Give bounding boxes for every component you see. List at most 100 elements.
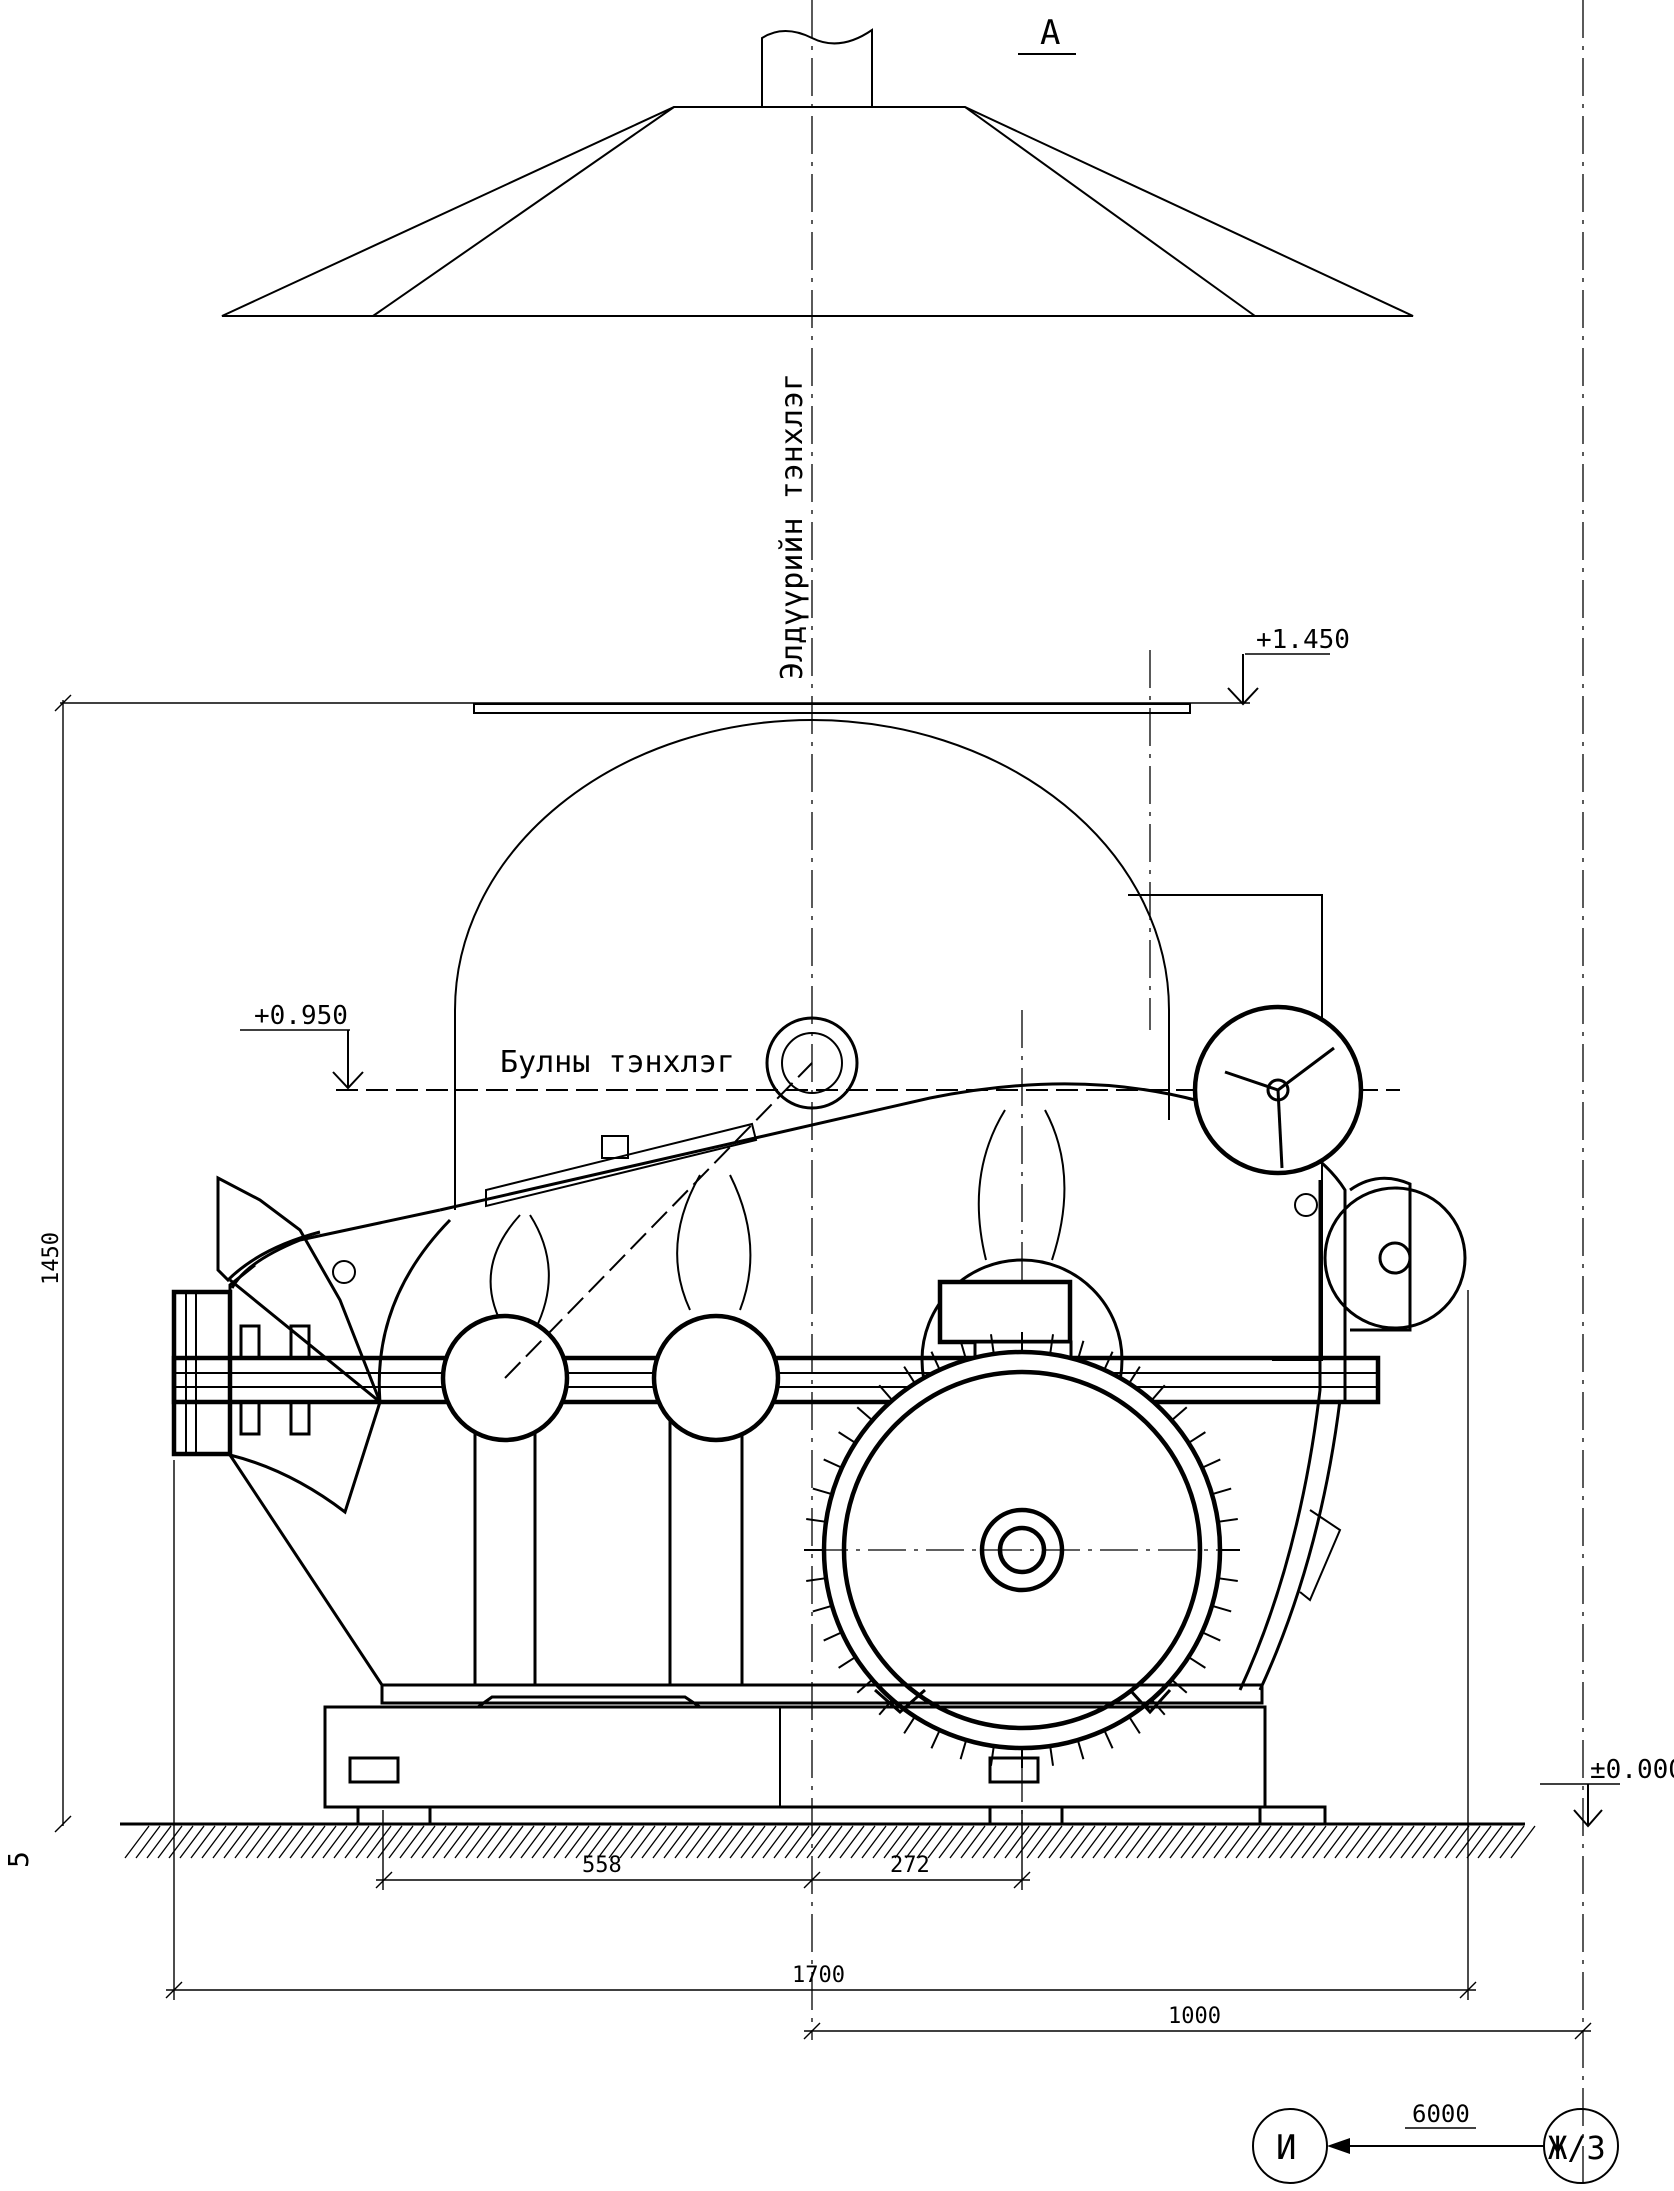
hatch-stroke <box>707 1825 733 1859</box>
hatch-stroke <box>652 1825 678 1859</box>
hatch-stroke <box>245 1825 271 1859</box>
hatch-stroke <box>1092 1825 1118 1859</box>
top-level-label: +1.450 <box>1256 625 1350 655</box>
breather-vent <box>601 1135 629 1159</box>
hatch-stroke <box>542 1825 568 1859</box>
motor-fin <box>1201 1458 1221 1469</box>
hatch-stroke <box>157 1825 183 1859</box>
gear-housing-middle <box>651 1313 781 1443</box>
hatch-stroke <box>1422 1825 1448 1859</box>
hatch-stroke <box>311 1825 337 1859</box>
hatch-stroke <box>740 1825 766 1859</box>
right-bolt-dim-label: 272 <box>890 1853 930 1878</box>
motor-fin <box>1076 1340 1085 1361</box>
hatch-stroke <box>1400 1825 1426 1859</box>
motor-fin <box>1128 1716 1141 1734</box>
drum-level-label: +0.950 <box>254 1001 348 1031</box>
dim-tick <box>1013 1871 1031 1889</box>
hatch-stroke <box>1103 1825 1129 1859</box>
hatch-stroke <box>1081 1825 1107 1859</box>
hatch-stroke <box>1026 1825 1052 1859</box>
lifting-ring-inner <box>781 1032 843 1094</box>
hatch-stroke <box>762 1825 788 1859</box>
hatch-stroke <box>1224 1825 1250 1859</box>
motor-fin <box>930 1351 941 1371</box>
gear-boss-rib <box>676 1174 701 1311</box>
hatch-stroke <box>575 1825 601 1859</box>
hatch-stroke <box>630 1825 656 1859</box>
motor-fin <box>930 1729 941 1749</box>
hatch-stroke <box>1499 1825 1525 1859</box>
hatch-stroke <box>1136 1825 1162 1859</box>
top-plate <box>473 703 1191 714</box>
hatch-stroke <box>1477 1825 1503 1859</box>
motor-foot-left <box>874 1688 926 1714</box>
hatch-stroke <box>531 1825 557 1859</box>
hatch-stroke <box>817 1825 843 1859</box>
motor-fin <box>856 1406 874 1422</box>
bolt-hole <box>332 1260 356 1284</box>
hatch-stroke <box>443 1825 469 1859</box>
hatch-stroke <box>751 1825 777 1859</box>
shaft-bracket <box>239 1400 261 1436</box>
dim-tick <box>165 1981 183 1999</box>
hatch-stroke <box>498 1825 524 1859</box>
hatch-stroke <box>949 1825 975 1859</box>
hatch-stroke <box>1268 1825 1294 1859</box>
hatch-stroke <box>905 1825 931 1859</box>
dim-tick <box>375 1871 393 1889</box>
hatch-stroke <box>179 1825 205 1859</box>
hatch-stroke <box>850 1825 876 1859</box>
width-dim-label: 1700 <box>792 1963 845 1988</box>
anchor-bolt-block <box>988 1756 1040 1784</box>
hatch-stroke <box>564 1825 590 1859</box>
height-dim-tick <box>54 694 72 712</box>
motor-fin <box>1049 1334 1055 1355</box>
hatch-stroke <box>883 1825 909 1859</box>
flange-pad <box>477 1695 701 1709</box>
view-label: A <box>1040 13 1060 53</box>
hatch-stroke <box>1444 1825 1470 1859</box>
hatch-stroke <box>344 1825 370 1859</box>
hatch-stroke <box>1048 1825 1074 1859</box>
hatch-stroke <box>322 1825 348 1859</box>
foot-pad <box>988 1805 1064 1826</box>
motor-fin <box>1188 1431 1206 1444</box>
hatch-stroke <box>377 1825 403 1859</box>
motor-foot-right <box>1128 1688 1172 1715</box>
left-bolt-dim-label: 558 <box>582 1853 622 1878</box>
motor-fin <box>806 1577 827 1583</box>
hatch-stroke <box>674 1825 700 1859</box>
dim-tick <box>803 2022 821 2040</box>
hatch-stroke <box>432 1825 458 1859</box>
hatch-stroke <box>1213 1825 1239 1859</box>
hatch-stroke <box>1389 1825 1415 1859</box>
hatch-stroke <box>916 1825 942 1859</box>
hatch-stroke <box>663 1825 689 1859</box>
hatch-stroke <box>718 1825 744 1859</box>
pulley <box>1323 1186 1467 1330</box>
motor-fin <box>1128 1366 1141 1384</box>
hatch-stroke <box>212 1825 238 1859</box>
motor-fin <box>989 1334 995 1355</box>
hatch-stroke <box>971 1825 997 1859</box>
hatch-stroke <box>927 1825 953 1859</box>
shaft-bracket <box>289 1400 311 1436</box>
hatch-stroke <box>1323 1825 1349 1859</box>
hatch-stroke <box>982 1825 1008 1859</box>
hatch-stroke <box>355 1825 381 1859</box>
hatch-stroke <box>410 1825 436 1859</box>
gearbox-left-bulge <box>377 1218 452 1403</box>
ground-hatching <box>124 1825 1536 1859</box>
hatch-stroke <box>1433 1825 1459 1859</box>
rib-middle <box>668 1402 744 1685</box>
gearbox-top-left-edge <box>230 1208 441 1289</box>
hatch-stroke <box>938 1825 964 1859</box>
hatch-stroke <box>124 1825 150 1859</box>
gearbox-flange <box>380 1683 1264 1705</box>
motor-fin <box>1217 1517 1238 1523</box>
hatch-stroke <box>1125 1825 1151 1859</box>
hatch-stroke <box>1466 1825 1492 1859</box>
motor-fin <box>1103 1351 1114 1371</box>
